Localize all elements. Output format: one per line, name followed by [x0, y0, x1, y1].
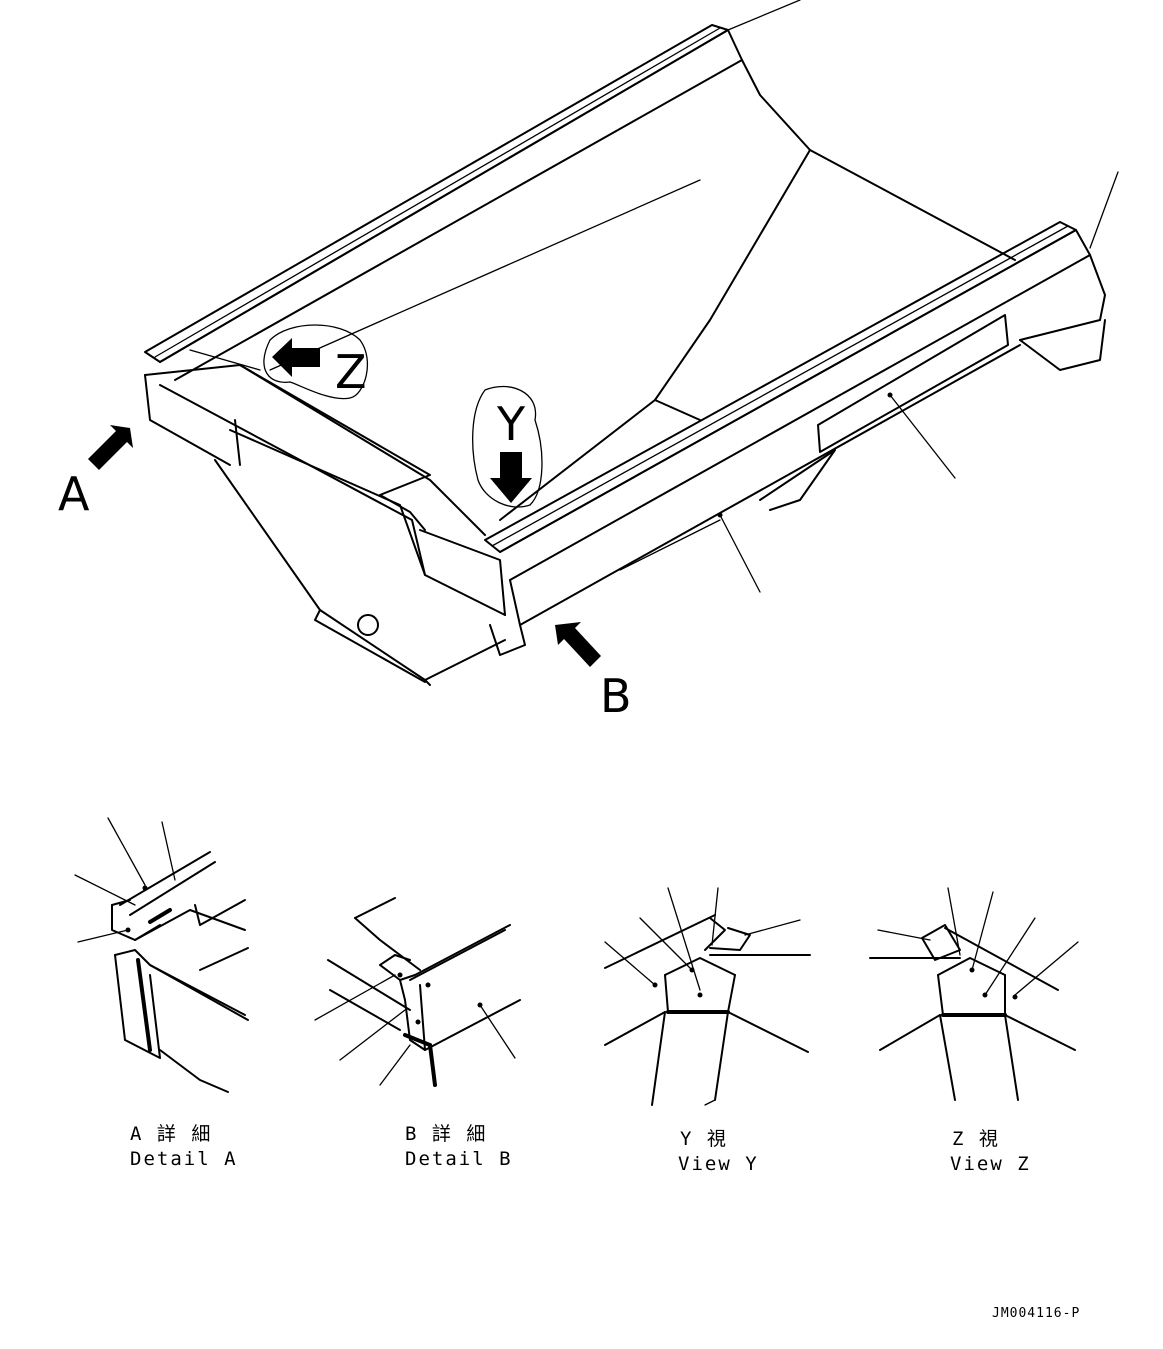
detail-b-figure: [314, 897, 521, 1087]
view-y-caption: Y 視 View Y: [678, 1128, 759, 1175]
view-marker-a: A: [58, 425, 133, 521]
view-y-figure: [604, 887, 811, 1106]
cloud-outline: [263, 324, 369, 400]
view-marker-y: Y: [472, 385, 543, 508]
detail-a-figure: [74, 817, 249, 1093]
view-z-caption: Z 視 View Z: [950, 1128, 1031, 1175]
detail-b-en: Detail B: [405, 1148, 513, 1170]
view-z-en: View Z: [950, 1153, 1031, 1175]
arrow-left-icon: [272, 338, 320, 377]
view-y-en: View Y: [678, 1153, 759, 1175]
view-z-jp: Z 視: [952, 1128, 1000, 1150]
marker-z-label: Z: [335, 345, 367, 399]
dump-body-main-view: [144, 0, 1119, 686]
detail-a-caption: A 詳 細 Detail A: [130, 1123, 238, 1170]
view-z-figure: [869, 887, 1079, 1101]
detail-a-en: Detail A: [130, 1148, 238, 1170]
marker-b-label: B: [600, 669, 632, 723]
arrow-up-right-icon: [88, 425, 133, 470]
cloud-outline: [472, 385, 543, 508]
view-y-jp: Y 視: [680, 1128, 728, 1150]
arrow-down-icon: [490, 452, 532, 503]
arrow-up-left-icon: [555, 622, 601, 667]
drawing-code: JM004116-P: [992, 1306, 1080, 1321]
detail-b-jp: B 詳 細: [405, 1123, 487, 1145]
view-marker-b: B: [555, 622, 632, 723]
marker-a-label: A: [58, 467, 90, 521]
view-marker-z: Z: [263, 324, 369, 400]
detail-a-jp: A 詳 細: [130, 1123, 212, 1145]
detail-b-caption: B 詳 細 Detail B: [405, 1123, 513, 1170]
marker-y-label: Y: [496, 397, 526, 451]
